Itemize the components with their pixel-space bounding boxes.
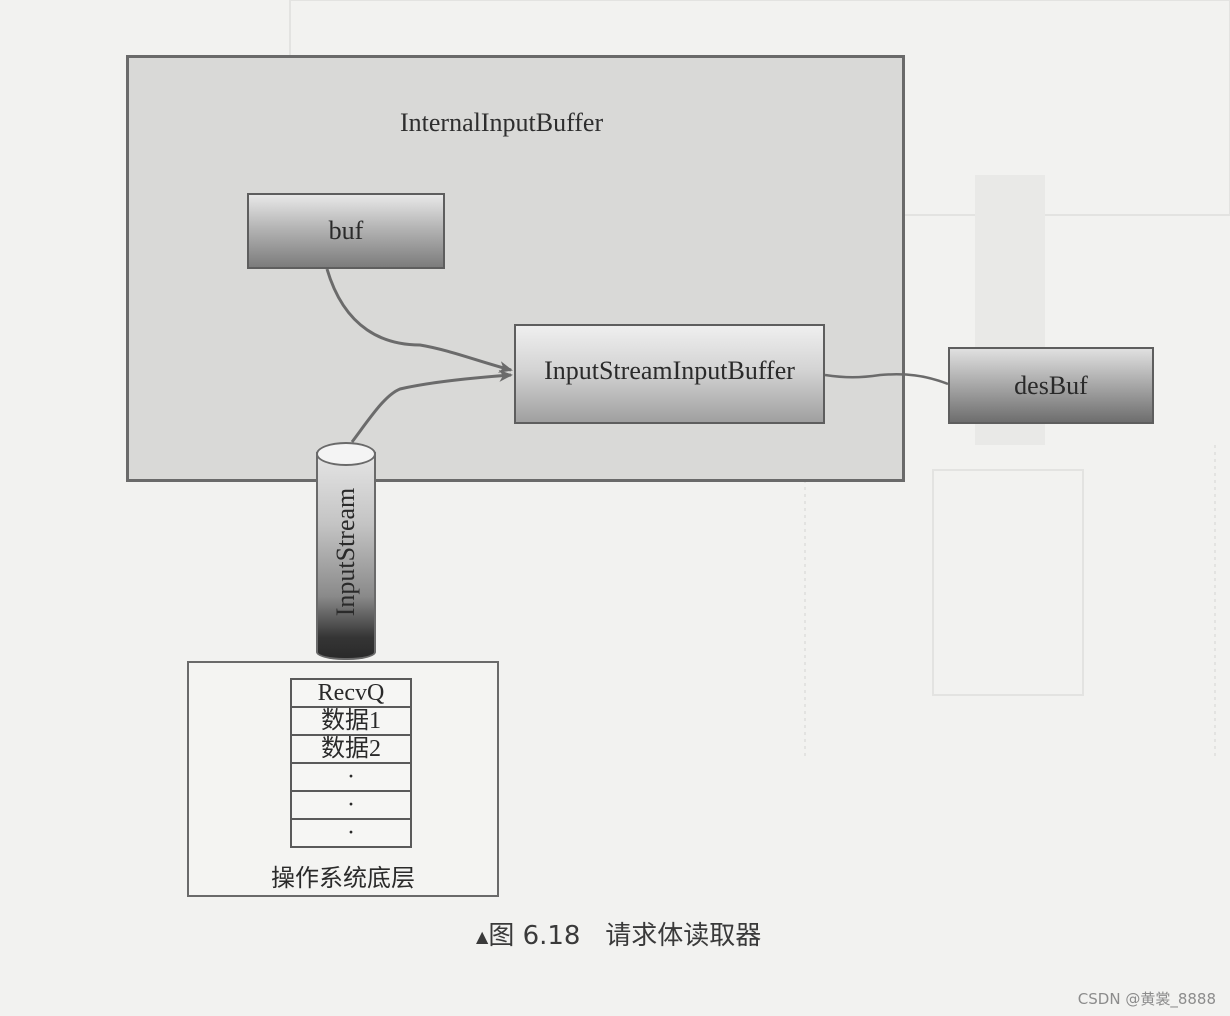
des-buf-label: desBuf [1014, 370, 1088, 400]
internal-input-buffer-label: InternalInputBuffer [400, 108, 604, 137]
queue-cell: 数据1 [292, 708, 410, 736]
cylinder-body [316, 452, 376, 660]
watermark: CSDN @黄裳_8888 [1077, 990, 1216, 1008]
input-stream-input-buffer-node: InputStreamInputBuffer [514, 324, 825, 424]
os-layer-label: 操作系统底层 [271, 864, 415, 892]
input-stream-label: InputStream [331, 487, 360, 617]
figure-caption: ▲图 6.18 请求体读取器 [476, 915, 761, 952]
queue-cell: · [292, 764, 410, 792]
des-buf-node: desBuf [948, 347, 1154, 424]
recv-queue: RecvQ 数据1 数据2 · · · [290, 678, 412, 848]
queue-cell: RecvQ [292, 680, 410, 708]
queue-cell: · [292, 820, 410, 848]
input-stream-input-buffer-label: InputStreamInputBuffer [544, 356, 795, 385]
cylinder-top [316, 442, 376, 466]
buf-label: buf [328, 216, 364, 245]
buf-node: buf [247, 193, 445, 269]
caption-title: 请求体读取器 [605, 921, 762, 951]
caption-number: 图 6.18 [488, 921, 581, 951]
queue-cell: 数据2 [292, 736, 410, 764]
queue-cell: · [292, 792, 410, 820]
input-stream-cylinder: InputStream [316, 442, 376, 662]
caption-triangle-icon: ▲ [476, 927, 489, 946]
